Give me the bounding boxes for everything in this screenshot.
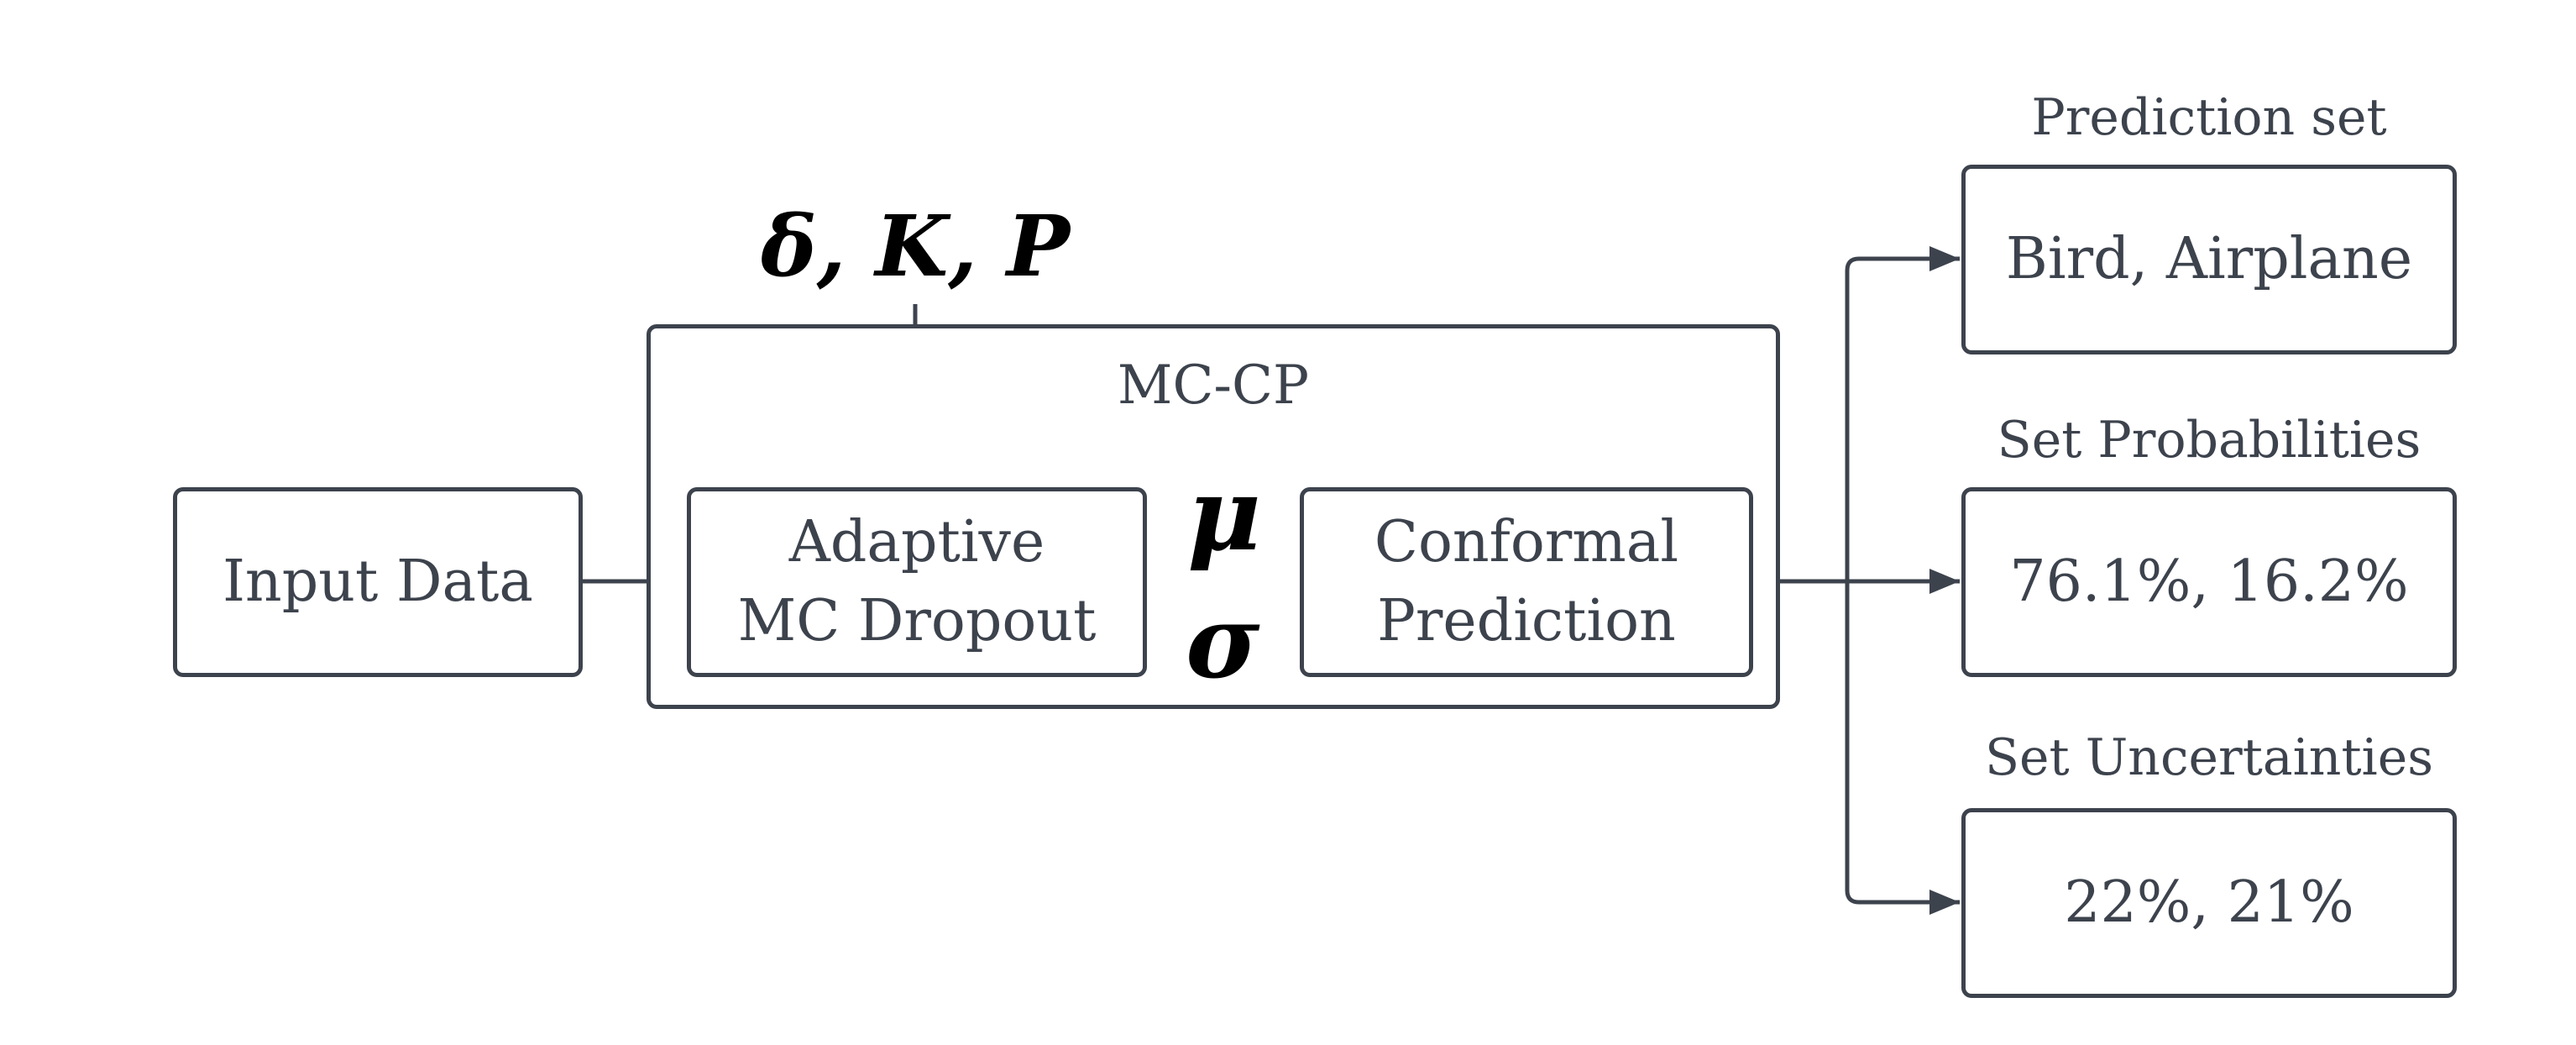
adaptive-mc-dropout-box: Adaptive MC Dropout: [687, 487, 1147, 677]
conformal-prediction-box: Conformal Prediction: [1300, 487, 1753, 677]
prediction-set-box: Bird, Airplane: [1961, 165, 2457, 354]
input-data-box: Input Data: [173, 487, 583, 677]
input-data-label: Input Data: [223, 549, 533, 615]
mu-symbol: μ: [1187, 455, 1261, 574]
set-probabilities-value: 76.1%, 16.2%: [2009, 549, 2409, 615]
prediction-set-value: Bird, Airplane: [2005, 226, 2413, 292]
conformal-line-2: Prediction: [1377, 588, 1676, 654]
output-branch-top: [1845, 246, 1960, 581]
set-uncertainties-box: 22%, 21%: [1961, 808, 2457, 998]
set-uncertainties-value: 22%, 21%: [2064, 869, 2354, 936]
output-branch-bottom: [1845, 581, 1960, 915]
adaptive-line-2: MC Dropout: [737, 588, 1097, 654]
sigma-symbol: σ: [1186, 583, 1260, 701]
set-probabilities-header: Set Probabilities: [1997, 411, 2422, 470]
mc-cp-title: MC-CP: [1117, 354, 1310, 417]
adaptive-line-1: Adaptive: [788, 509, 1045, 575]
conformal-line-1: Conformal: [1374, 509, 1679, 575]
prediction-set-header: Prediction set: [2031, 88, 2387, 147]
set-probabilities-box: 76.1%, 16.2%: [1961, 487, 2457, 677]
params-label: δ, K, P: [761, 197, 1071, 296]
set-uncertainties-header: Set Uncertainties: [1984, 728, 2434, 787]
